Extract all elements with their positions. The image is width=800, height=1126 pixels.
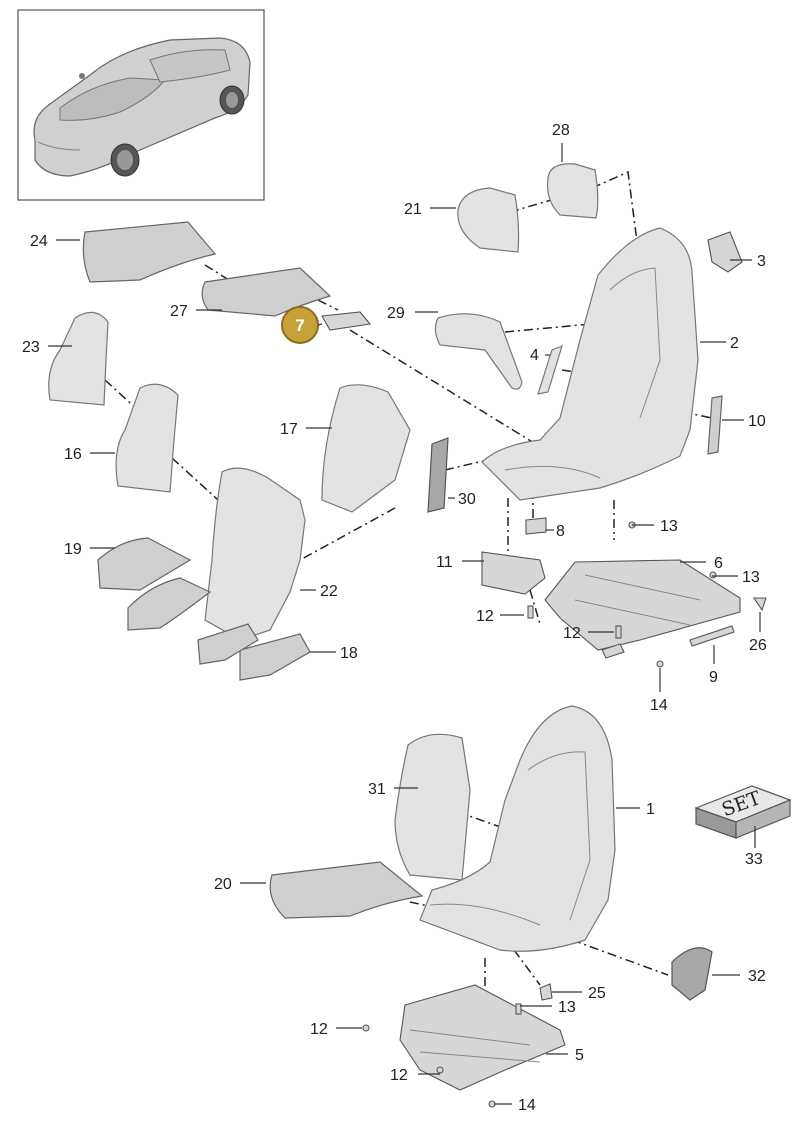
part-23-shape [48,311,109,406]
part-label-18[interactable]: 18 [340,645,358,662]
highlight-badge-7[interactable]: 7 [281,306,323,344]
part-label-20[interactable]: 20 [214,876,232,893]
part-label-32[interactable]: 32 [748,968,766,985]
leader-lines [48,143,761,1105]
parts: SET [48,163,792,1108]
part-label-19[interactable]: 19 [64,541,82,558]
part-27-shape [201,267,332,317]
car-thumbnail [17,9,265,201]
part-8-shape [525,517,547,535]
part-25-shape [539,983,553,1001]
part-26-shape [752,597,767,612]
part-5-shape [399,984,566,1091]
part-29-shape [434,313,523,390]
part-32-shape [671,947,713,1001]
part-label-11[interactable]: 11 [436,554,453,571]
part-label-21[interactable]: 21 [404,201,422,218]
part-label-29[interactable]: 29 [387,305,405,322]
part-label-23[interactable]: 23 [22,339,40,356]
part-label-17[interactable]: 17 [280,421,298,438]
part-label-22[interactable]: 22 [320,583,338,600]
part-18-shape [239,633,311,681]
part-label-33[interactable]: 33 [745,851,763,868]
part-label-10[interactable]: 10 [748,413,766,430]
part-2-shape [481,227,699,501]
part-7-shape [321,311,372,331]
part-label-24[interactable]: 24 [30,233,48,250]
part-label-27[interactable]: 27 [170,303,188,320]
part-label-25[interactable]: 25 [588,985,606,1002]
part-label-12a[interactable]: 12 [476,608,494,625]
part-4-shape [537,344,563,395]
set-box: SET [694,785,792,839]
part-label-13a[interactable]: 13 [660,518,678,535]
part-label-28[interactable]: 28 [552,122,570,139]
part-label-13c[interactable]: 13 [558,999,576,1016]
part-28-shape [546,163,599,219]
part-label-31[interactable]: 31 [368,781,386,798]
part-31-shape [394,733,471,881]
part-label-14b[interactable]: 14 [518,1097,536,1114]
part-16-shape [115,383,179,493]
part-19b-shape [127,577,212,631]
part-6-shape [544,559,741,651]
part-label-3[interactable]: 3 [757,253,766,270]
part-9-shape [689,625,735,647]
part-label-8[interactable]: 8 [556,523,565,540]
part-label-7: 7 [295,316,304,335]
part-label-6[interactable]: 6 [714,555,723,572]
part-label-26[interactable]: 26 [749,637,767,654]
part-30-shape [427,437,449,513]
part-label-1[interactable]: 1 [646,801,655,818]
part-label-16[interactable]: 16 [64,446,82,463]
part-label-4[interactable]: 4 [530,347,539,364]
part-21-shape [457,187,520,253]
part-17-shape [321,384,411,513]
part-label-2[interactable]: 2 [730,335,739,352]
part-label-30[interactable]: 30 [458,491,476,508]
part-1-shape [419,705,616,952]
part-24-shape [82,221,217,283]
part-10-shape [707,395,723,455]
part-label-9[interactable]: 9 [709,669,718,686]
part-label-5[interactable]: 5 [575,1047,584,1064]
part-label-12c[interactable]: 12 [310,1021,328,1038]
part-3-shape [707,231,743,273]
part-22-shape [204,467,306,641]
part-labels: 28 21 24 3 27 29 23 2 4 10 17 16 30 8 13… [22,122,767,1114]
part-11-shape [481,551,546,595]
part-label-13b[interactable]: 13 [742,569,760,586]
part-20-shape [269,861,424,919]
car-image [33,37,251,177]
part-18b-shape [197,623,259,665]
part-label-12b[interactable]: 12 [563,625,581,642]
part-label-14a[interactable]: 14 [650,697,668,714]
part-label-12d[interactable]: 12 [390,1067,408,1084]
